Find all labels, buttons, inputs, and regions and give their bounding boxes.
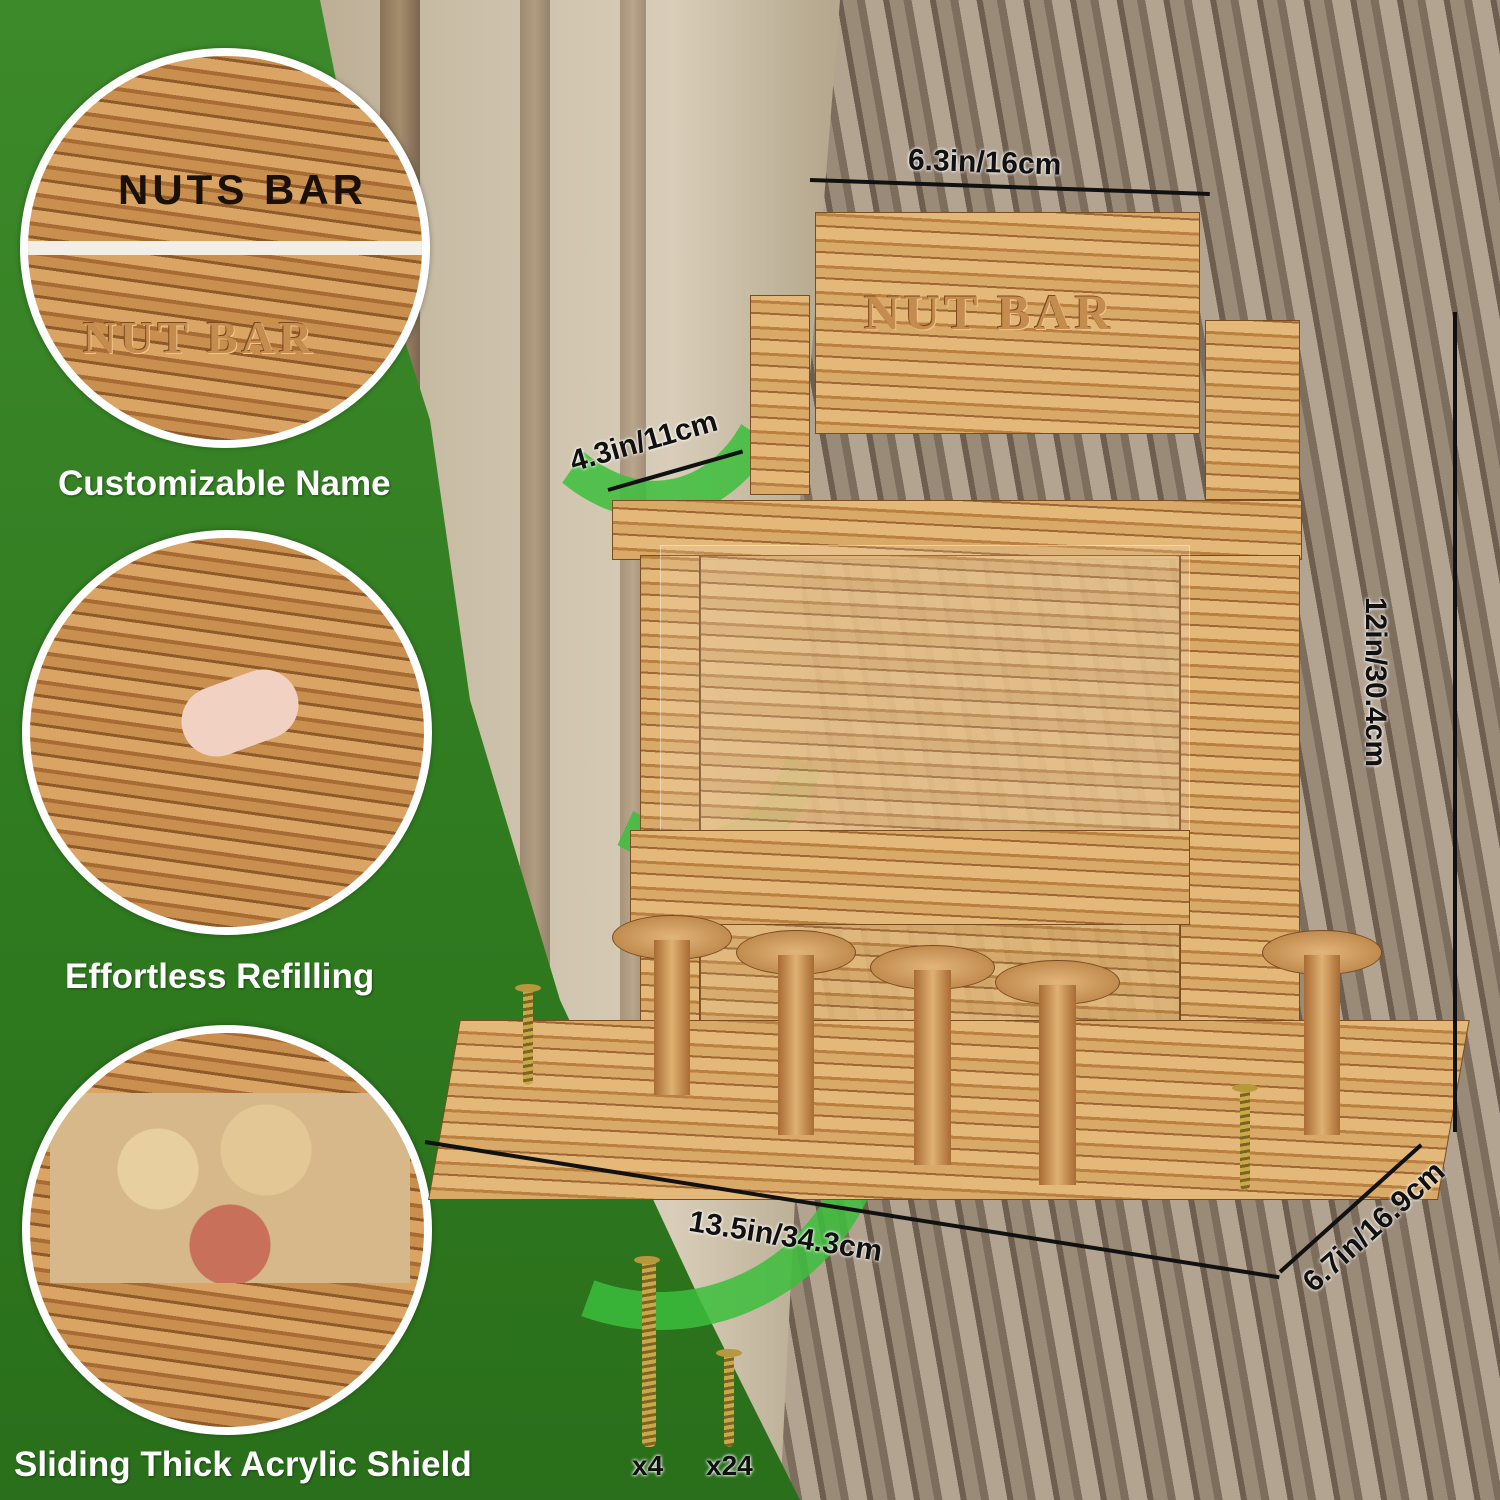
feature-label: Sliding Thick Acrylic Shield [14,1445,472,1484]
food-tray [630,830,1190,925]
stool [1262,930,1382,1140]
hand [171,659,309,767]
dimension-line [1453,312,1457,1132]
stool [995,960,1120,1190]
short-screw-icon [716,1349,742,1447]
feature-circle-name: NUTS BAR NUT BAR [20,48,430,448]
engraving-nuts-bar: NUTS BAR [118,166,367,213]
stool [612,915,732,1095]
screw-icon [1232,1084,1258,1190]
screw-icon [515,984,541,1085]
sign-board: NUT BAR [815,212,1200,434]
acrylic-shield [660,545,1190,845]
feature-circle-refill [22,530,432,935]
screw-count: x4 [632,1450,664,1481]
screw-count: x24 [706,1450,753,1481]
back-post [750,295,810,495]
long-screw-icon [634,1256,660,1447]
feature-label: Effortless Refilling [65,957,375,996]
dimension-sign-width: 6.3in/16cm [907,143,1062,182]
back-post [1205,320,1300,500]
stool [736,930,856,1140]
feature-circle-shield [22,1025,432,1435]
feature-label: Customizable Name [58,464,391,503]
peanuts [50,1093,410,1283]
engraving-nut-bar: NUT BAR [83,312,316,363]
sign-engraving: NUT BAR [864,284,1115,340]
stool [870,945,995,1170]
dimension-height: 12in/30.4cm [1359,596,1393,768]
